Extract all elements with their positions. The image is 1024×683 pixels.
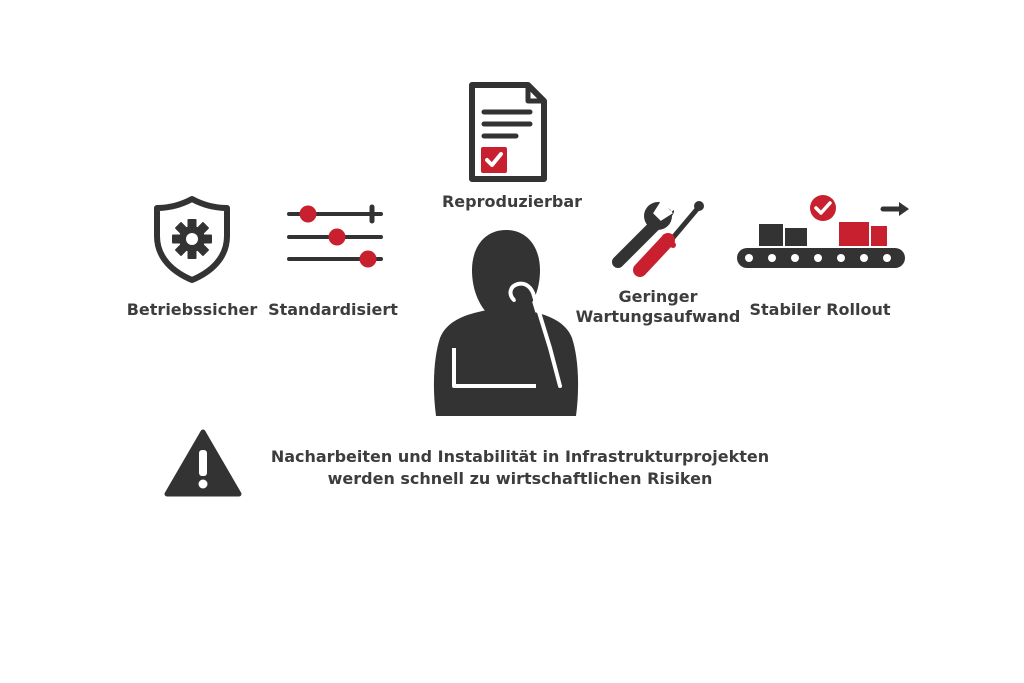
warning-triangle-icon bbox=[164, 428, 242, 498]
reproducible-label: Reproduzierbar bbox=[441, 192, 583, 211]
thinking-person-icon bbox=[428, 226, 584, 416]
maintenance-label-line2: Wartungsaufwand bbox=[575, 307, 741, 326]
wrench-screwdriver-icon bbox=[610, 194, 710, 277]
warning-line2: werden schnell zu wirtschaftlichen Risik… bbox=[327, 469, 713, 488]
conveyor-belt-icon bbox=[735, 192, 915, 272]
document-check-icon bbox=[468, 82, 548, 182]
warning-message: Nacharbeiten und Instabilität in Infrast… bbox=[270, 446, 770, 490]
maintenance-label-line1: Geringer bbox=[618, 287, 698, 306]
maintenance-label: Geringer Wartungsaufwand bbox=[568, 287, 748, 327]
shield-gear-icon bbox=[153, 196, 231, 283]
standardized-label: Standardisiert bbox=[268, 300, 398, 319]
operational-label: Betriebssicher bbox=[126, 300, 258, 319]
warning-line1: Nacharbeiten und Instabilität in Infrast… bbox=[270, 447, 770, 466]
sliders-icon bbox=[286, 202, 386, 268]
rollout-label: Stabiler Rollout bbox=[749, 300, 891, 319]
